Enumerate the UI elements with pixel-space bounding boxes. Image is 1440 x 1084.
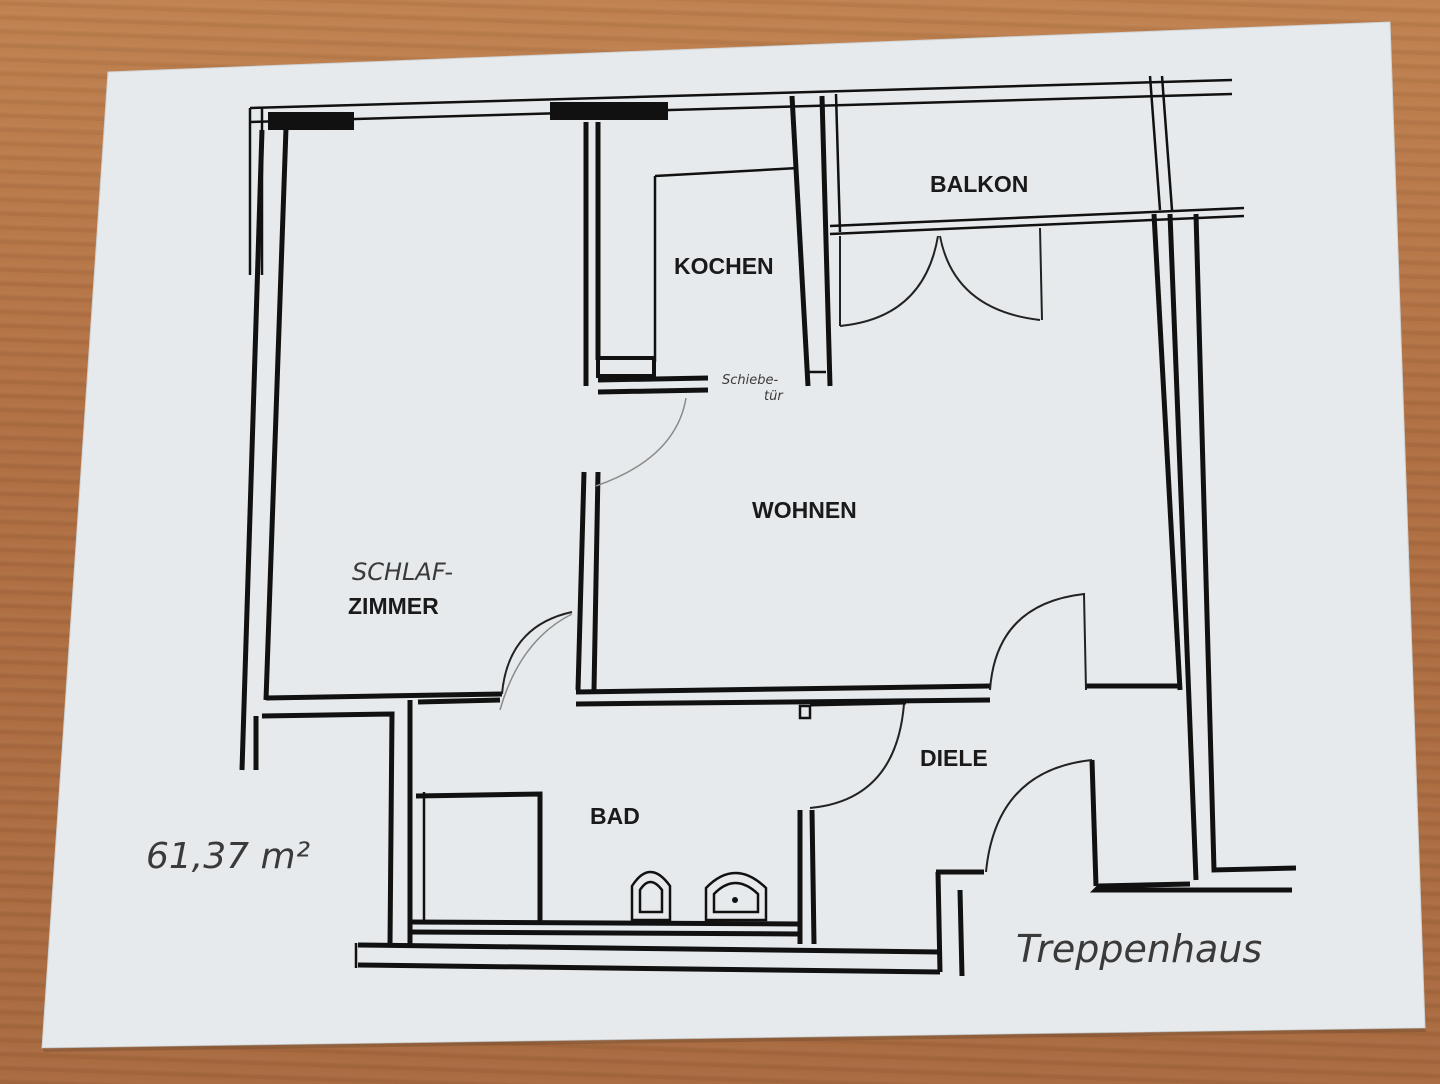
note-schiebetuer-line1: Schiebe- — [722, 373, 778, 388]
door-swings — [499, 227, 1093, 873]
window-block — [550, 102, 668, 120]
note-schiebetuer-line2: tür — [764, 389, 784, 404]
room-label-wohnen: WOHNEN — [752, 497, 857, 523]
bathroom-fixtures — [630, 870, 768, 922]
paper-shadow-edge — [42, 1028, 1426, 1052]
room-label-diele: DIELE — [920, 745, 988, 771]
room-label-schlafzimmer-line2: ZIMMER — [348, 593, 439, 619]
note-treppenhaus: Treppenhaus — [1016, 927, 1262, 971]
room-label-schlafzimmer-line1: SCHLAF- — [352, 558, 453, 586]
room-label-bad: BAD — [590, 803, 640, 829]
note-area: 61,37 m² — [146, 836, 310, 877]
floor-plan-walls — [239, 75, 1297, 977]
paper-sheet — [41, 21, 1426, 1049]
room-label-kochen: KOCHEN — [674, 253, 774, 279]
room-label-balkon: BALKON — [930, 171, 1028, 197]
